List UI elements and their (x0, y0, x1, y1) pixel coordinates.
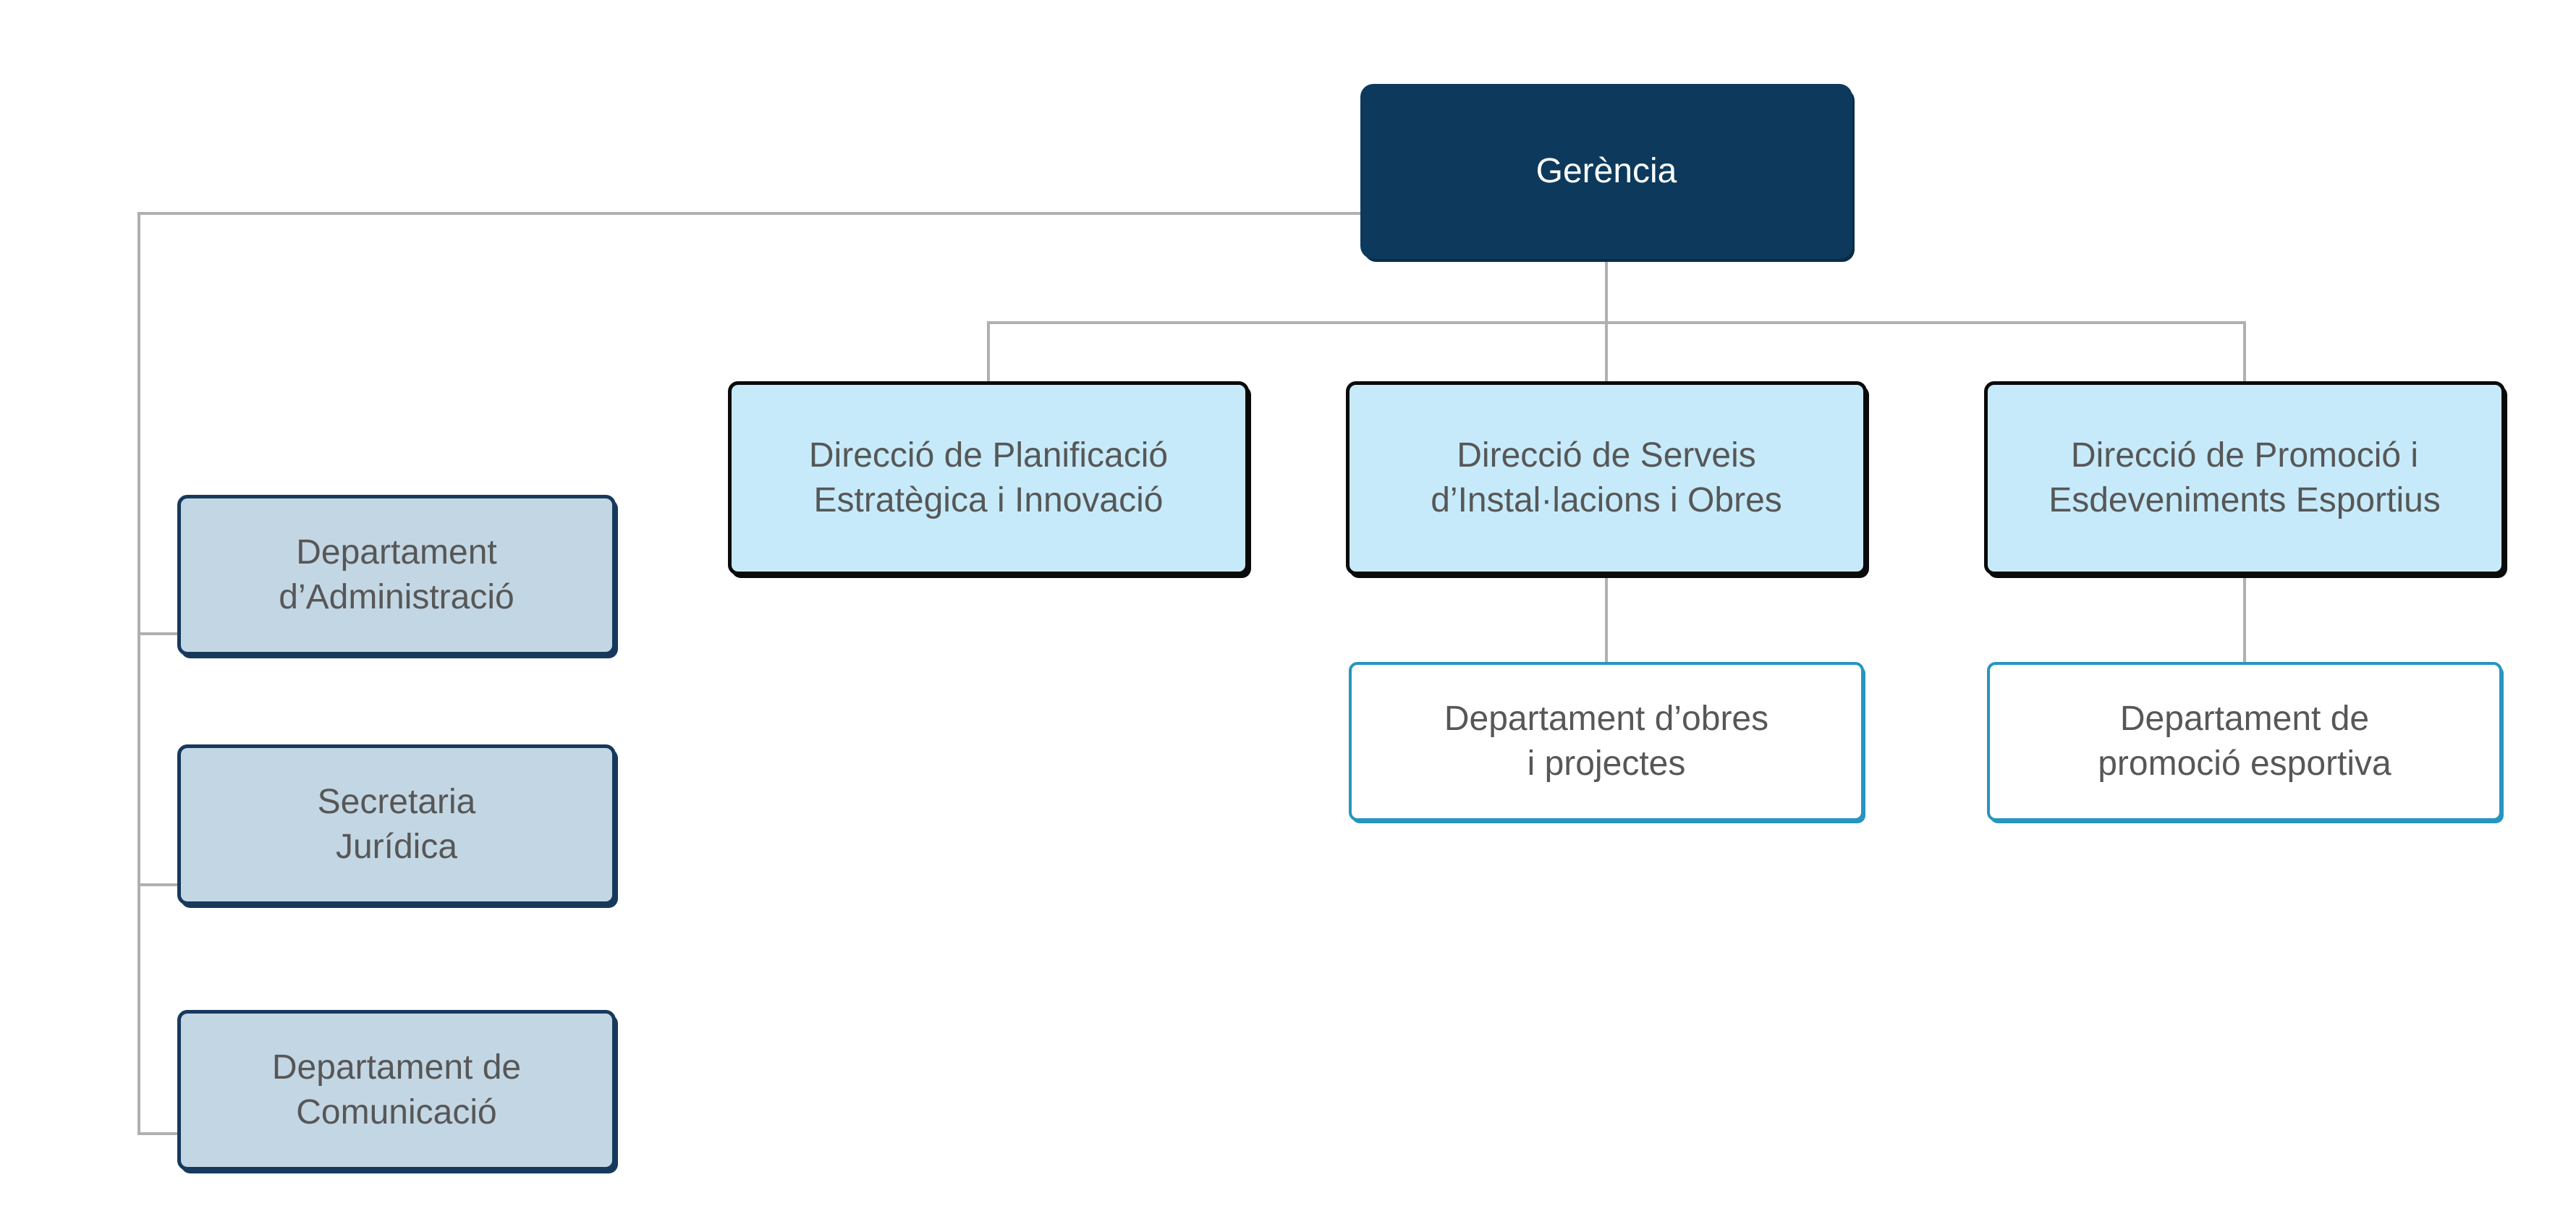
node-secretaria-juridica-label: Secretaria Jurídica (317, 783, 476, 866)
node-departament-obres-label: Departament d’obres i projectes (1444, 700, 1769, 783)
node-departament-promocio-esportiva-label: Departament de promoció esportiva (2098, 700, 2391, 783)
connector-stub-secretaria (137, 883, 181, 886)
node-secretaria-juridica: Secretaria Jurídica (177, 744, 616, 905)
node-departament-administracio-label: Departament d’Administració (279, 533, 514, 616)
node-departament-obres: Departament d’obres i projectes (1349, 662, 1864, 821)
connector-root-drop (1605, 258, 1608, 384)
node-departament-administracio: Departament d’Administració (177, 495, 616, 655)
node-direccio-planificacio: Direcció de Planificació Estratègica i I… (728, 381, 1249, 575)
node-direccio-serveis: Direcció de Serveis d’Instal·lacions i O… (1346, 381, 1867, 575)
node-departament-comunicacio: Departament de Comunicació (177, 1010, 616, 1171)
connector-stub-administracio (137, 632, 181, 635)
connector-stub-comunicacio (137, 1132, 181, 1135)
connector-drop-planificacio (987, 324, 990, 384)
node-departament-comunicacio-label: Departament de Comunicació (271, 1048, 522, 1131)
node-direccio-planificacio-label: Direcció de Planificació Estratègica i I… (808, 436, 1169, 519)
connector-serveis-to-obres (1605, 574, 1608, 663)
node-direccio-promocio-label: Direcció de Promoció i Esdeveniments Esp… (2048, 436, 2441, 519)
node-gerencia-label: Gerència (1535, 152, 1677, 190)
connector-drop-promocio (2243, 324, 2246, 384)
connector-promocio-to-esportiva (2243, 574, 2246, 663)
node-direccio-promocio: Direcció de Promoció i Esdeveniments Esp… (1984, 381, 2505, 575)
node-direccio-serveis-label: Direcció de Serveis d’Instal·lacions i O… (1431, 436, 1782, 519)
connector-directions-horizontal (987, 321, 2246, 324)
node-gerencia: Gerència (1360, 84, 1852, 259)
connector-staff-vertical (137, 212, 140, 1135)
node-departament-promocio-esportiva: Departament de promoció esportiva (1987, 662, 2502, 821)
connector-root-to-staff-horizontal (137, 212, 1362, 215)
